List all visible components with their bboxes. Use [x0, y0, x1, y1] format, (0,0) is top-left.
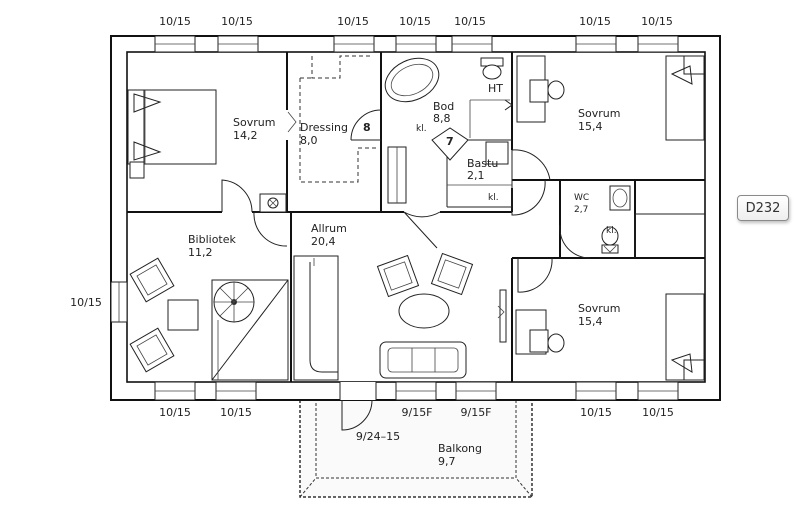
window-label-bottom-1: 10/15 — [159, 406, 191, 419]
window-top-1 — [154, 35, 196, 53]
side-table — [167, 299, 199, 331]
armchair-allrum-2 — [430, 252, 474, 296]
window-top-4 — [395, 35, 437, 53]
door-bottom-2 — [455, 381, 497, 401]
desk-ne — [516, 55, 565, 123]
wc-fixtures — [601, 185, 636, 258]
window-bottom-3 — [575, 381, 617, 401]
windows-top — [154, 35, 679, 53]
window-left — [110, 281, 128, 323]
bed-se — [665, 293, 705, 381]
room-name-sovrum-se: Sovrum — [578, 302, 620, 315]
window-label-left: 10/15 — [70, 296, 102, 309]
room-area-sovrum-ne: 15,4 — [578, 120, 603, 133]
window-label-bottom-5: 10/15 — [580, 406, 612, 419]
plan-id-badge[interactable]: D232 — [737, 195, 789, 221]
windows-bottom — [154, 381, 679, 431]
room-area-bod: 8,8 — [433, 112, 451, 125]
window-labels: 10/15 10/15 10/15 10/15 10/15 10/15 10/1… — [70, 15, 674, 443]
room-area-bibliotek: 11,2 — [188, 246, 213, 259]
sink-bod — [469, 99, 513, 138]
room-name-allrum: Allrum — [311, 222, 347, 235]
window-top-5 — [451, 35, 493, 53]
room-labels: Sovrum 14,2 Dressing 8,0 8 Bod 8,8 HT kl… — [188, 82, 620, 468]
window-label-bottom-6: 10/15 — [642, 406, 674, 419]
room-name-dressing: Dressing — [300, 121, 348, 134]
window-label-top-2: 10/15 — [221, 15, 253, 28]
room-area-allrum: 20,4 — [311, 235, 336, 248]
bastu-kl-label: kl. — [488, 193, 499, 203]
window-label-bottom-2: 10/15 — [220, 406, 252, 419]
room-name-balkong: Balkong — [438, 442, 482, 455]
armchair-allrum-1 — [376, 254, 420, 298]
staircase-allrum — [293, 255, 339, 381]
wardrobe-nw — [259, 193, 287, 213]
armchair-bib-2 — [129, 327, 175, 373]
window-label-top-5: 10/15 — [454, 15, 486, 28]
wc-kl-label: kl. — [606, 226, 617, 236]
window-label-top-1: 10/15 — [159, 15, 191, 28]
dressing-outline — [299, 55, 407, 204]
door-bottom-1 — [395, 381, 437, 401]
window-top-7 — [637, 35, 679, 53]
armchair-bib-1 — [129, 257, 175, 303]
sofa — [379, 341, 467, 379]
bathtub — [384, 57, 440, 103]
bod-ht-label: HT — [488, 82, 503, 95]
window-label-bottom-4: 9/15F — [460, 406, 491, 419]
room-area-balkong: 9,7 — [438, 455, 456, 468]
window-top-6 — [575, 35, 617, 53]
room-name-sovrum-ne: Sovrum — [578, 107, 620, 120]
balcony-door-label: 9/24–15 — [356, 430, 400, 443]
room-area-sovrum-se: 15,4 — [578, 315, 603, 328]
room-area-dressing: 8,0 — [300, 134, 318, 147]
room-name-bastu: Bastu — [467, 157, 498, 170]
window-label-top-4: 10/15 — [399, 15, 431, 28]
room-name-wc: WC — [574, 193, 589, 203]
window-label-top-3: 10/15 — [337, 15, 369, 28]
tv-unit — [497, 289, 507, 343]
toilet-bod — [480, 57, 504, 80]
room-area-sovrum-nw: 14,2 — [233, 129, 258, 142]
bod-cabinets — [485, 141, 509, 165]
room-name-sovrum-nw: Sovrum — [233, 116, 275, 129]
window-bottom-4 — [637, 381, 679, 401]
bod-kl-label: kl. — [416, 124, 427, 134]
room-name-bibliotek: Bibliotek — [188, 233, 237, 246]
door-number-8: 8 — [363, 121, 371, 134]
room-area-bastu: 2,1 — [467, 169, 485, 182]
bed-nw — [127, 89, 217, 179]
window-label-bottom-3: 9/15F — [401, 406, 432, 419]
window-label-top-7: 10/15 — [641, 15, 673, 28]
spiral-stair — [211, 279, 289, 381]
balcony — [299, 399, 533, 498]
room-name-bod: Bod — [433, 100, 454, 113]
coffee-table — [398, 293, 450, 329]
window-top-2 — [217, 35, 259, 53]
window-bottom-2 — [215, 381, 257, 401]
window-bottom-1 — [154, 381, 196, 401]
room-area-wc: 2,7 — [574, 205, 588, 215]
window-top-3 — [333, 35, 375, 53]
window-label-top-6: 10/15 — [579, 15, 611, 28]
desk-se — [515, 309, 565, 355]
door-number-7: 7 — [446, 135, 454, 148]
bed-ne — [665, 55, 705, 141]
